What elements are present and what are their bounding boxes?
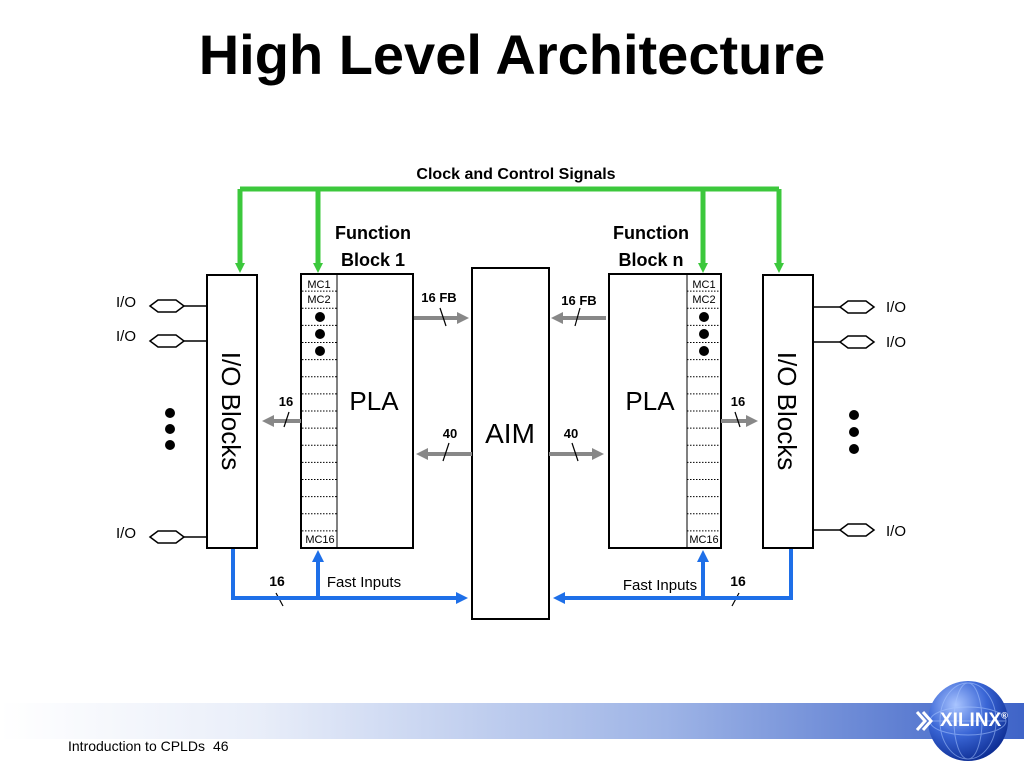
io-pin-right-3 bbox=[838, 523, 876, 537]
io-right-dot-3 bbox=[849, 444, 859, 454]
io-pin-right-2 bbox=[838, 335, 876, 349]
io-right-1-label: I/O bbox=[886, 299, 906, 316]
clock-control-bus bbox=[235, 186, 784, 273]
io-left-pins bbox=[148, 299, 207, 544]
function-block-n-label-2: Block n bbox=[618, 250, 683, 270]
fast-16-left-label: 16 bbox=[269, 573, 285, 589]
io-left-dot-2 bbox=[165, 424, 175, 434]
fb1-dot-3 bbox=[315, 346, 325, 356]
io-right-dot-1 bbox=[849, 410, 859, 420]
xilinx-logo: XILINX® bbox=[940, 710, 1008, 732]
io-right-2-label: I/O bbox=[886, 334, 906, 351]
fbn-mc16-label: MC16 bbox=[689, 534, 718, 546]
logo-brand: XILINX bbox=[940, 710, 1002, 731]
fb1-mc16-label: MC16 bbox=[305, 534, 334, 546]
fast-input-bus-right bbox=[553, 549, 793, 604]
io-right-pins bbox=[813, 300, 876, 537]
bus-16fb-right-label: 16 FB bbox=[561, 293, 596, 308]
io-blocks-right-label: I/O Blocks bbox=[772, 352, 802, 470]
aim-label: AIM bbox=[485, 418, 535, 449]
io-left-1-label: I/O bbox=[116, 294, 136, 311]
fb1-pla-label: PLA bbox=[349, 386, 399, 416]
clock-control-label: Clock and Control Signals bbox=[416, 166, 615, 183]
io-right-3-label: I/O bbox=[886, 523, 906, 540]
bus-16-right-label: 16 bbox=[731, 394, 745, 409]
io-blocks-left bbox=[206, 274, 258, 549]
fbn-mc2-label: MC2 bbox=[692, 294, 715, 306]
io-left-3-label: I/O bbox=[116, 525, 136, 542]
fast-inputs-left-label: Fast Inputs bbox=[327, 574, 401, 591]
fbn-dot-2 bbox=[699, 329, 709, 339]
io-blocks-left-label: I/O Blocks bbox=[216, 352, 246, 470]
fbn-mc1-label: MC1 bbox=[692, 279, 715, 291]
bus-16fb-left-label: 16 FB bbox=[421, 290, 456, 305]
io-left-2-label: I/O bbox=[116, 328, 136, 345]
bus-40-left-label: 40 bbox=[443, 426, 457, 441]
bus-16-left-label: 16 bbox=[279, 394, 293, 409]
logo-registered: ® bbox=[1001, 710, 1008, 721]
gray-buses bbox=[262, 312, 758, 460]
fast-inputs-right-label: Fast Inputs bbox=[623, 577, 697, 594]
fb1-dot-2 bbox=[315, 329, 325, 339]
fbn-macrocells bbox=[687, 290, 720, 532]
fb1-mc2-label: MC2 bbox=[307, 294, 330, 306]
xilinx-logo-mark-icon bbox=[915, 711, 934, 731]
io-pin-left-2 bbox=[148, 334, 186, 348]
io-blocks-right bbox=[762, 274, 814, 549]
io-pin-left-1 bbox=[148, 299, 186, 313]
footer-title: Introduction to CPLDs bbox=[68, 738, 205, 754]
fbn-pla-label: PLA bbox=[625, 386, 675, 416]
aim-block bbox=[471, 267, 550, 620]
fast-16-right-label: 16 bbox=[730, 573, 746, 589]
io-right-dot-2 bbox=[849, 427, 859, 437]
io-left-dot-3 bbox=[165, 440, 175, 450]
fbn-dot-1 bbox=[699, 312, 709, 322]
page-title: High Level Architecture bbox=[198, 23, 826, 86]
io-left-dot-1 bbox=[165, 408, 175, 418]
bus-40-right-label: 40 bbox=[564, 426, 578, 441]
function-block-1-label: Function bbox=[335, 223, 411, 243]
page-number: 46 bbox=[212, 738, 229, 754]
footer: Introduction to CPLDs 46 bbox=[68, 738, 237, 754]
function-block-1-label-2: Block 1 bbox=[341, 250, 405, 270]
bus-slashes bbox=[275, 307, 741, 607]
fast-input-bus-left bbox=[231, 549, 468, 604]
fb1-dot-1 bbox=[315, 312, 325, 322]
io-pin-right-1 bbox=[838, 300, 876, 314]
function-block-n-label: Function bbox=[613, 223, 689, 243]
fbn-dot-3 bbox=[699, 346, 709, 356]
footer-band bbox=[0, 703, 1024, 739]
io-pin-left-3 bbox=[148, 530, 186, 544]
architecture-diagram: Clock and Control Signals I/O Blocks I/O… bbox=[116, 166, 906, 620]
globe-icon bbox=[928, 681, 1008, 761]
fb1-mc1-label: MC1 bbox=[307, 279, 330, 291]
